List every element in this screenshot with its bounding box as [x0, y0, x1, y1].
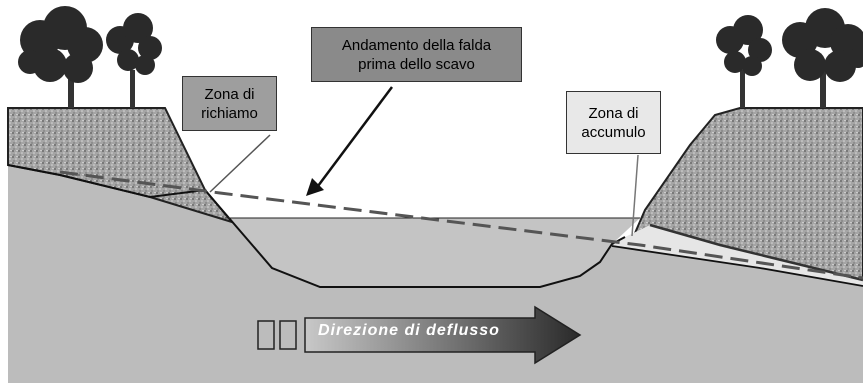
callout-richiamo: Zona di richiamo — [182, 76, 277, 131]
falda-pointer — [316, 86, 394, 187]
excavation-outline — [7, 164, 626, 288]
excavation-water — [225, 218, 640, 287]
trees-left — [18, 6, 162, 108]
trees-right — [716, 8, 863, 108]
flow-box-1 — [257, 320, 275, 350]
flow-arrow — [257, 305, 582, 365]
accumulo-pointer — [631, 154, 639, 237]
richiamo-pointer — [209, 134, 271, 193]
falda-pointer-head — [306, 178, 324, 196]
callout-falda: Andamento della falda prima dello scavo — [311, 27, 522, 82]
accumulation-zone — [612, 225, 863, 286]
flow-arrow-body — [304, 305, 582, 365]
right-base-line — [611, 245, 863, 287]
original-water-table — [59, 170, 863, 280]
right-upper-line — [649, 223, 863, 282]
flow-box-2 — [279, 320, 297, 350]
flow-direction-label: Direzione di deflusso — [318, 322, 500, 339]
callout-accumulo: Zona di accumulo — [566, 91, 661, 154]
